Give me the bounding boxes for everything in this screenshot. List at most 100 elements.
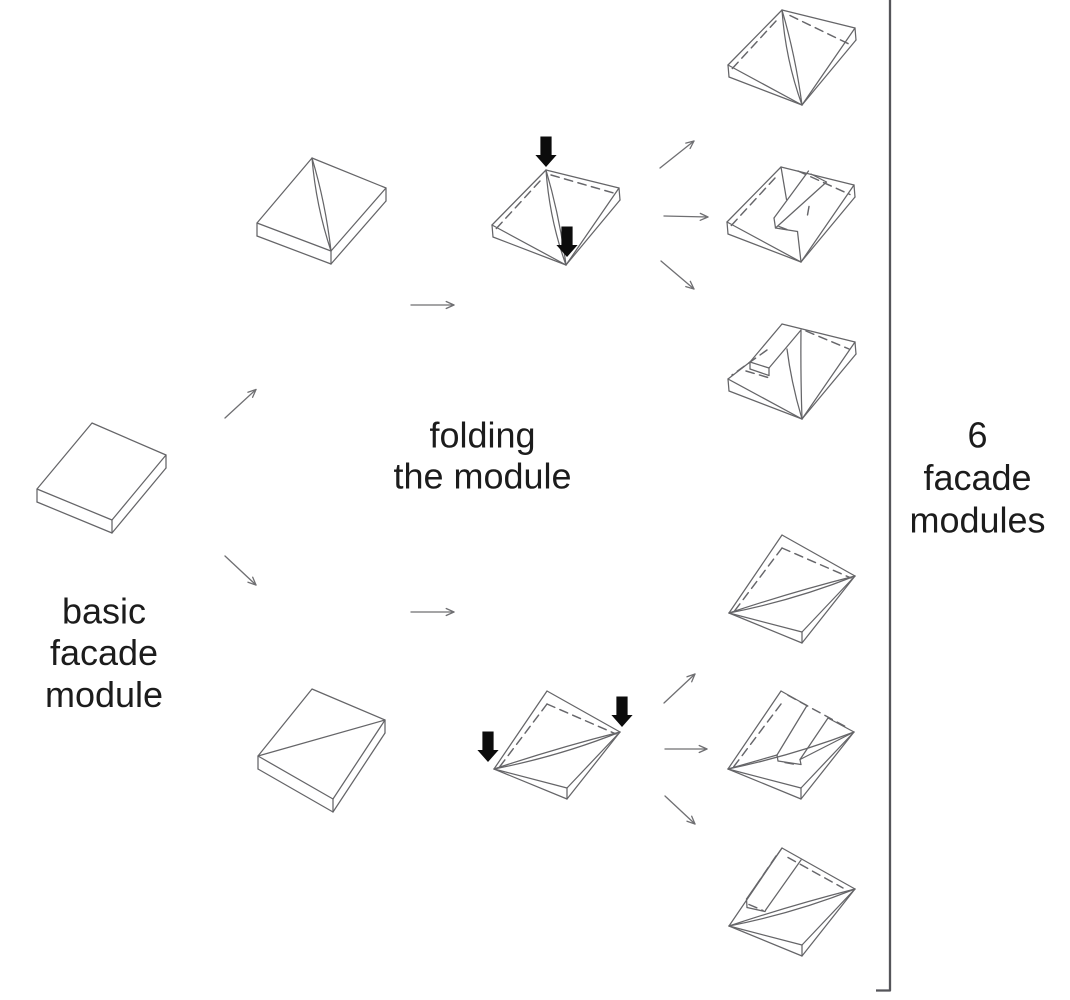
skirt-right-top: [801, 27, 856, 106]
edge-right-vertical: [854, 27, 857, 41]
skirt-right-bottom: [566, 731, 621, 800]
dashed-original-left: [728, 177, 776, 229]
edge-left-vertical: [726, 221, 729, 235]
fold-crease-left: [781, 9, 803, 106]
channel-left-end: [773, 217, 777, 229]
skirt-left-bottom: [727, 768, 802, 800]
skirt-left-bottom: [727, 233, 802, 263]
edge-top-right: [781, 847, 856, 890]
dashed-original-left: [497, 703, 548, 770]
skirt-left-bottom: [492, 236, 567, 266]
basic-module-label-line: module: [45, 674, 163, 715]
skirt-left-top: [728, 925, 803, 946]
edge-top-left: [728, 534, 783, 614]
fan-top-arrow-right-icon: [663, 212, 709, 221]
corner-fold-module-drawing: [256, 157, 387, 265]
flow-arrow-down-right-icon: [224, 555, 257, 586]
channel-right-end: [810, 173, 828, 183]
flow-arrow-right-bottom-icon: [410, 607, 455, 617]
channel-left-end: [776, 754, 779, 762]
dashed-original-right: [805, 330, 850, 350]
fan-top-arrow-down-icon: [660, 260, 695, 290]
edge-top-left: [493, 690, 548, 770]
edge-left-vertical: [727, 64, 730, 78]
top-face-outline: [36, 422, 167, 521]
skirt-left-bottom: [728, 612, 803, 644]
fan-bottom-arrow-right-icon: [664, 744, 708, 754]
skirt-left-top: [727, 768, 802, 789]
diagonal-crease-lower: [493, 731, 621, 770]
edge-bottom-right: [111, 467, 167, 534]
skirt-right-bottom: [801, 39, 857, 106]
top-face-outline: [256, 157, 387, 252]
folding-label-line: folding: [429, 415, 535, 456]
edge-top-right: [780, 690, 808, 707]
facade-module-2-drawing: [726, 166, 856, 263]
edge-bottom-left: [256, 235, 332, 265]
edge-top-right: [781, 534, 856, 577]
dashed-original-left: [729, 20, 777, 72]
press-arrow-top-icon: [535, 136, 557, 167]
edge-top-left: [491, 169, 547, 226]
skirt-left-top: [493, 768, 568, 789]
facade-module-5-drawing: [727, 690, 855, 800]
fold-crease-left: [311, 157, 332, 252]
flow-arrows: [224, 140, 709, 825]
skirt-left-bottom: [728, 390, 803, 420]
edge-top-left: [727, 690, 782, 770]
fold-crease-right: [781, 9, 803, 106]
edge-top-right: [781, 9, 856, 29]
skirt-left-bottom: [493, 768, 568, 800]
edge-top-right: [781, 323, 856, 343]
flow-arrow-right-top-icon: [410, 300, 455, 310]
skirt-left-top: [728, 612, 803, 633]
flap-front-edge: [749, 361, 770, 369]
dashed-original-right: [787, 694, 849, 729]
dashed-original-left: [493, 180, 541, 232]
fold-upper: [780, 166, 788, 201]
dashed-original-right: [781, 547, 852, 579]
edge-bottom-right: [330, 200, 387, 265]
flap-base-dashed: [745, 370, 769, 379]
edge-bottom-right: [332, 732, 386, 813]
skirt-right-top: [566, 731, 621, 789]
edge-left-vertical: [491, 224, 494, 238]
dashed-original-right: [546, 703, 617, 735]
press-arrow-bottom-icon: [556, 226, 578, 257]
press-corner-fold-drawing: [491, 136, 621, 266]
diagonal-fold-module-drawing: [257, 688, 386, 813]
skirt-right-bottom: [800, 731, 855, 800]
fan-bottom-arrow-down-icon: [664, 795, 696, 825]
flap-left-vertical: [745, 898, 748, 909]
skirt-left-top: [727, 378, 803, 420]
diagonal-crease-lower: [728, 575, 856, 614]
fold-lower: [796, 230, 802, 263]
diagonal-crease-lower: [727, 731, 855, 770]
fan-bottom-arrow-up-icon: [663, 673, 696, 704]
skirt-right-bottom: [801, 353, 857, 420]
edge-top-right: [780, 166, 855, 186]
edge-left-vertical: [727, 378, 730, 392]
diagonal-crease: [257, 719, 386, 757]
skirt-right-top: [800, 184, 855, 263]
skirt-left-top: [727, 64, 803, 106]
dashed-original-left: [731, 703, 782, 770]
facade-module-6-drawing: [728, 847, 856, 957]
result-bracket: [876, 0, 892, 992]
edge-top-right-2: [827, 717, 855, 733]
top-face-outline: [257, 688, 386, 800]
fold-crease-left: [800, 329, 803, 420]
flow-arrow-up-right-icon: [224, 388, 257, 419]
skirt-right-bottom: [565, 199, 621, 266]
skirt-right-top: [801, 575, 856, 633]
press-arrow-right-icon: [611, 696, 633, 727]
channel-dashed-inner: [806, 205, 810, 216]
result-label-line: 6: [967, 415, 987, 456]
skirt-right-top: [801, 341, 856, 420]
dashed-original-right: [550, 174, 618, 195]
facade-module-4-drawing: [728, 534, 856, 644]
edge-top-right: [545, 169, 620, 189]
skirt-left-bottom: [728, 925, 803, 957]
skirt-left-top: [491, 224, 567, 266]
